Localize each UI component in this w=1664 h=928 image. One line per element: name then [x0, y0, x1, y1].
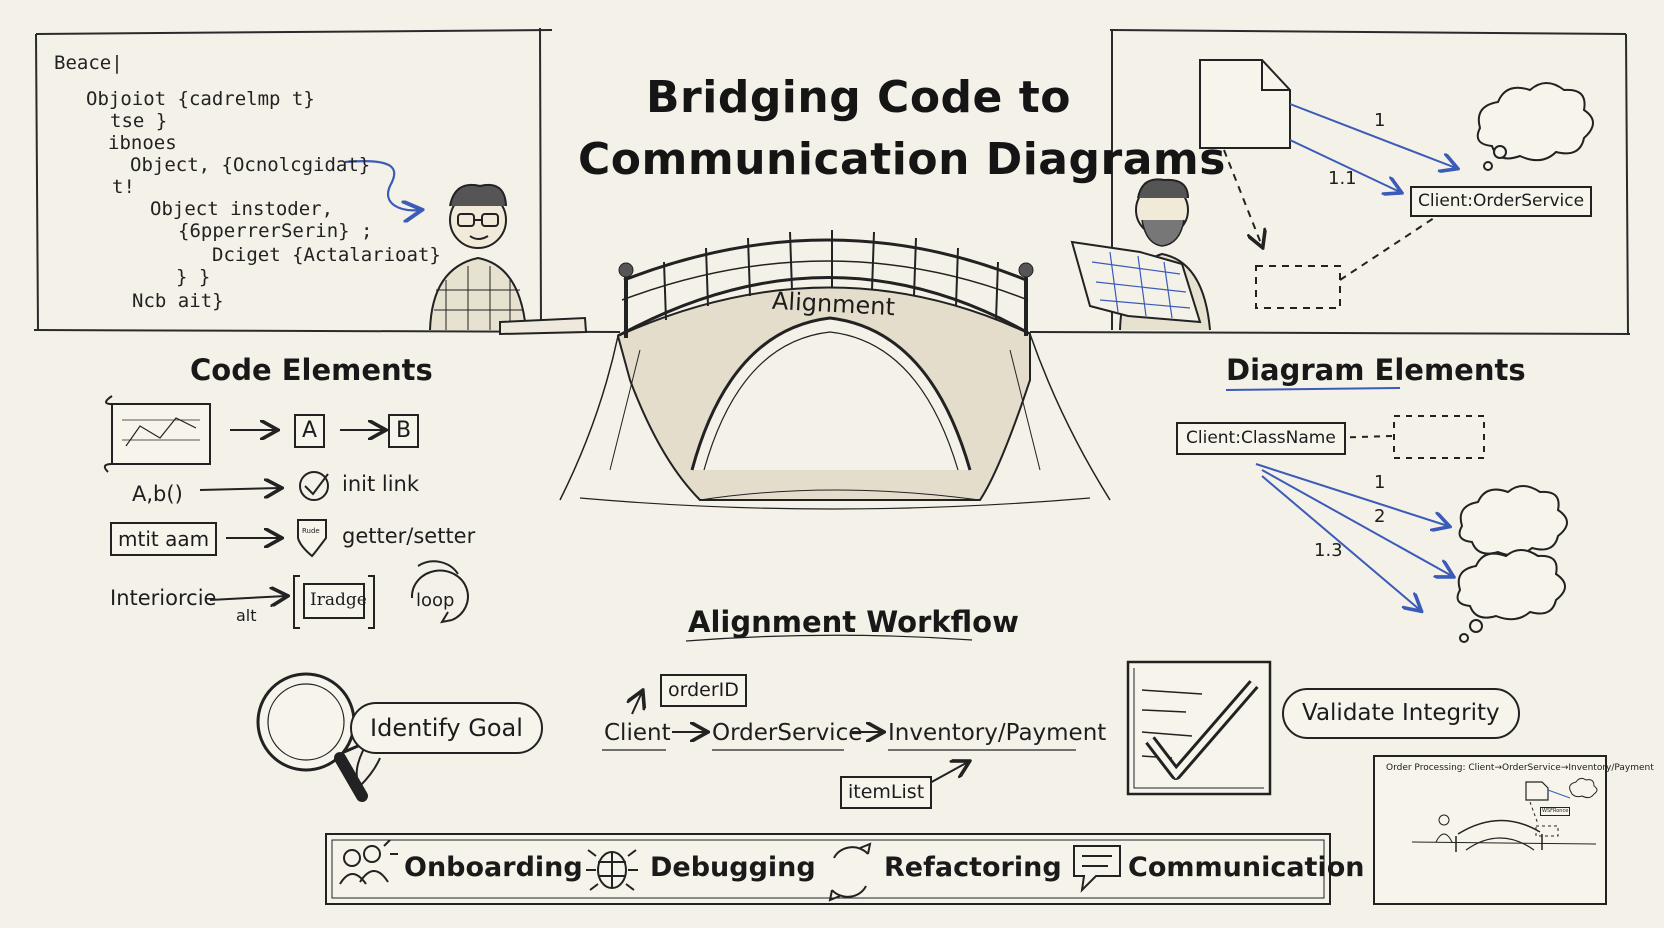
bridge-box-label: Iradge — [310, 590, 367, 610]
legend-bar — [325, 833, 1331, 905]
interface-label: Interiorcie — [110, 586, 217, 610]
message-number-1: 1 — [1374, 472, 1386, 493]
bridge-illustration — [559, 230, 1111, 510]
legend-communication: Communication — [1128, 852, 1365, 883]
client-classname-box: Client:ClassName — [1176, 422, 1346, 455]
code-line: ibnoes — [108, 132, 177, 154]
code-to-dev-arrow — [344, 160, 420, 210]
workflow-sketch — [256, 634, 1272, 802]
legend-refactoring: Refactoring — [884, 852, 1062, 883]
client-orderservice-box: Client:OrderService — [1410, 186, 1593, 217]
message-number-2: 2 — [1374, 506, 1386, 527]
alt-label: alt — [236, 606, 257, 625]
init-link-label: init link — [342, 472, 420, 496]
item-list-box: itemList — [840, 776, 933, 809]
code-line: tse } — [110, 110, 168, 132]
method-label: A,b() — [132, 482, 183, 506]
architect-figure — [1070, 178, 1211, 331]
bridge-label: Alignment — [771, 286, 896, 322]
code-line: Ncb ait} — [132, 290, 224, 312]
class-b-box: B — [388, 414, 420, 448]
diagram-elements-sketch — [1225, 387, 1568, 643]
code-line: t! — [112, 176, 135, 198]
title-line-1: Bridging Code to — [646, 72, 1071, 123]
code-line: Dciget {Actalarioat} — [212, 244, 441, 266]
message-number-1-3: 1.3 — [1314, 540, 1343, 561]
code-line: Object, {Ocnolcgidat} — [130, 154, 371, 176]
order-id-box: orderID — [660, 674, 747, 707]
workflow-heading: Alignment Workflow — [688, 605, 1019, 639]
message-number-1-1: 1.1 — [1328, 168, 1357, 189]
orderservice-node: OrderService — [712, 720, 863, 746]
code-line: } } — [176, 266, 211, 288]
shield-text: Rude — [302, 527, 320, 535]
thumbnail-caption: Order Processing: Client→OrderService→In… — [1386, 763, 1654, 773]
getter-setter-label: getter/setter — [342, 524, 476, 548]
code-line: Objoiot {cadrelmp t} — [86, 88, 315, 110]
thumbnail-sketch — [1373, 755, 1607, 905]
class-a-box: A — [294, 414, 326, 448]
message-number-1: 1 — [1374, 110, 1386, 131]
client-node: Client — [604, 720, 671, 746]
legend-onboarding: Onboarding — [404, 852, 583, 883]
inventory-payment-node: Inventory/Payment — [888, 720, 1107, 746]
code-line: Object instoder, — [150, 198, 334, 220]
legend-debugging: Debugging — [650, 852, 816, 883]
title-line-2: Communication Diagrams — [578, 134, 1226, 185]
thumbnail-box: WSFRonce — [1540, 807, 1571, 816]
top-right-diagram — [1199, 59, 1594, 309]
field-box: mtit aam — [110, 522, 218, 556]
code-elements-icons — [103, 395, 469, 629]
identify-goal-bubble: Identify Goal — [350, 702, 543, 754]
code-line: Beace| — [54, 52, 123, 74]
code-line: {6pperrerSerin} ; — [178, 220, 373, 242]
diagram-elements-heading: Diagram Elements — [1226, 353, 1526, 387]
developer-figure — [429, 184, 588, 336]
code-elements-heading: Code Elements — [190, 353, 433, 387]
loop-label: loop — [416, 590, 455, 611]
validate-integrity-bubble: Validate Integrity — [1282, 688, 1520, 739]
